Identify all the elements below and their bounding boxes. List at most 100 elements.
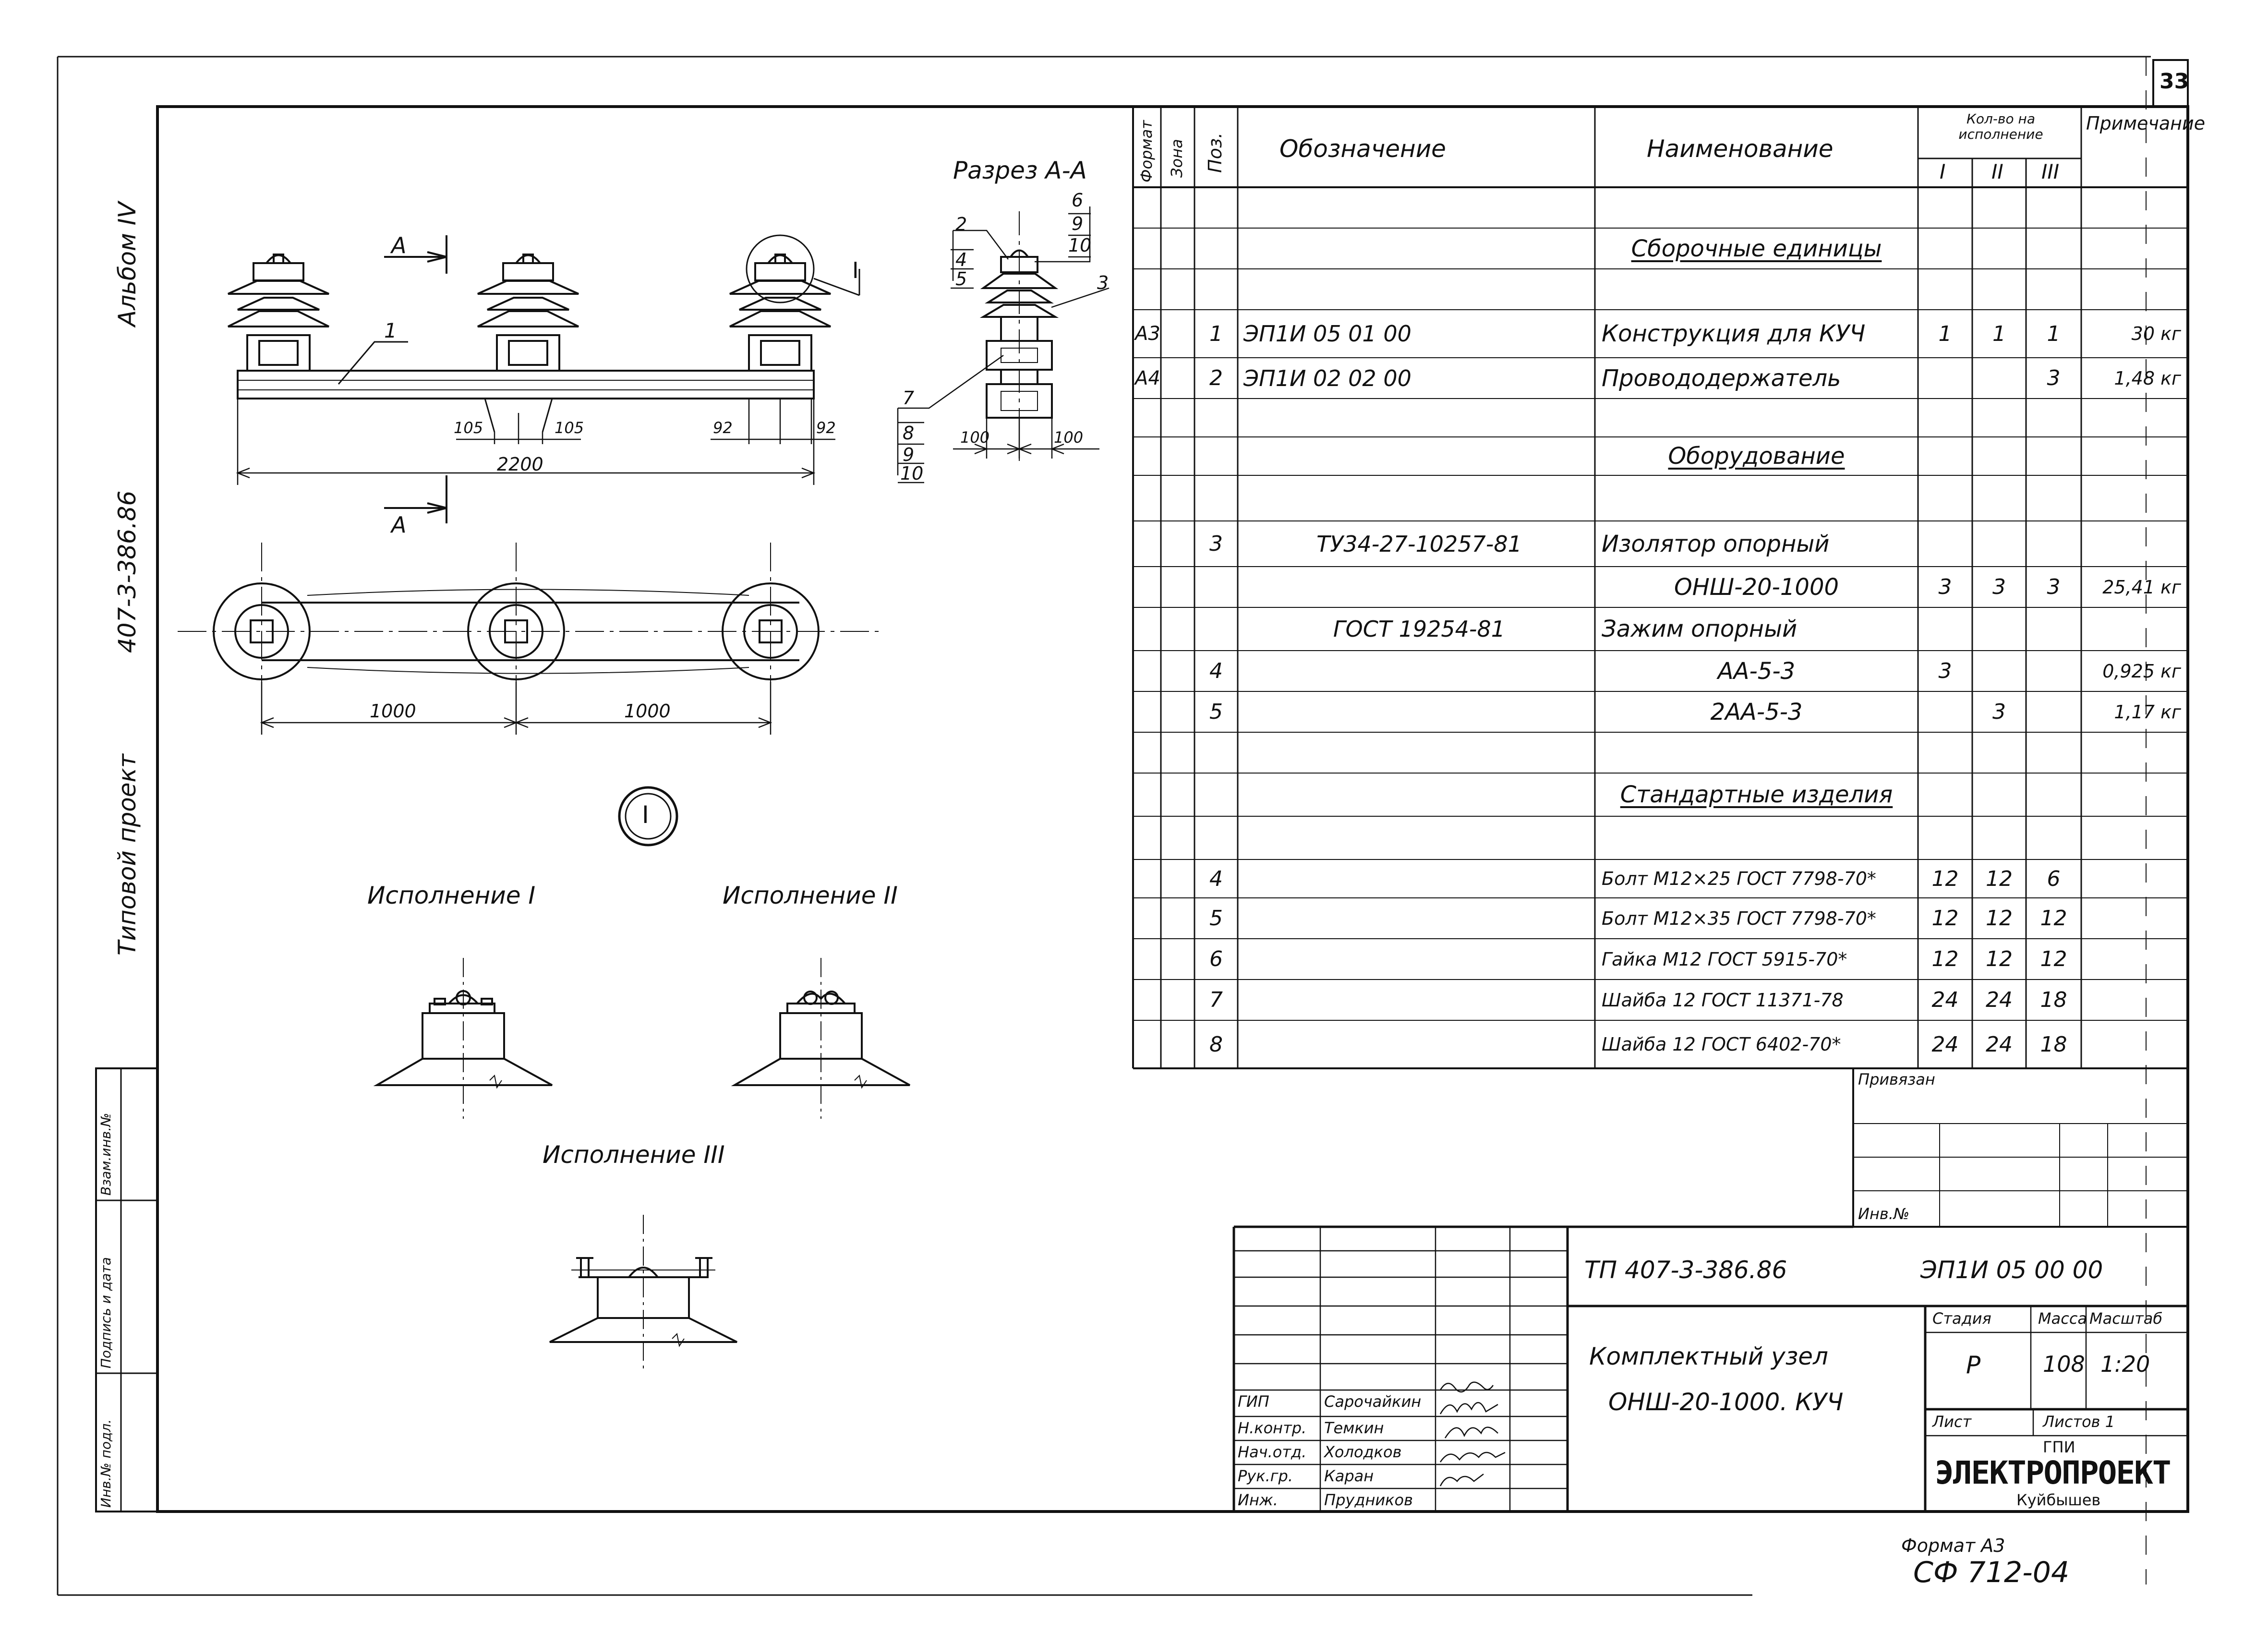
spec-cell-des <box>1238 939 1595 980</box>
spec-cell-pos <box>1194 187 1238 228</box>
spec-cell-q2 <box>1972 732 2026 773</box>
spec-cell-note <box>2081 980 2188 1020</box>
side-code: 407-3-386.86 <box>113 490 141 653</box>
spec-cell-q1 <box>1918 521 1972 567</box>
spec-cell-q3 <box>2026 437 2081 475</box>
spec-cell-fmt <box>1133 269 1163 310</box>
hdr-qty-2: II <box>1991 160 2003 183</box>
spec-cell-note <box>2081 269 2188 310</box>
spec-cell-q3 <box>2026 651 2081 691</box>
spec-cell-pos <box>1194 567 1238 607</box>
spec-row <box>1133 187 2188 228</box>
spec-cell-des: ТУ34-27-10257-81 <box>1316 531 1522 557</box>
section-title: Разрез А-А <box>953 157 1087 184</box>
spec-cell-q2: 3 <box>1992 575 2006 599</box>
spec-cell-q1: 3 <box>1938 575 1952 599</box>
spec-cell-q1 <box>1918 187 1972 228</box>
signatory-role: Нач.отд. <box>1238 1443 1307 1461</box>
spec-cell-des <box>1238 651 1595 691</box>
page-number: 33 <box>2159 69 2189 94</box>
spec-cell-q2: 24 <box>1986 1032 2013 1057</box>
stamp-sign-date: Подпись и дата <box>98 1257 114 1368</box>
spec-cell-name <box>1595 816 1918 859</box>
spec-cell-fmt <box>1133 437 1163 475</box>
spec-cell-des <box>1238 980 1595 1020</box>
spec-cell-note <box>2081 187 2188 228</box>
spec-cell-q3: 1 <box>2047 321 2061 346</box>
spec-cell-fmt <box>1133 187 1163 228</box>
leader-1: 1 <box>384 319 397 342</box>
spec-cell-name: Болт М12×25 ГОСТ 7798-70* <box>1602 868 1876 889</box>
spec-cell-q2 <box>1972 773 2026 816</box>
spec-cell-q3 <box>2026 399 2081 437</box>
spec-cell-note <box>2081 816 2188 859</box>
sec-leader-7: 7 <box>903 387 915 409</box>
spec-cell-note <box>2081 475 2188 521</box>
spec-cell-q2: 1 <box>1992 321 2006 346</box>
spec-row <box>1133 475 2188 521</box>
spec-cell-note: 25,41 кг <box>2102 576 2181 598</box>
variant-1-title: Исполнение I <box>367 882 536 909</box>
hdr-name: Наименование <box>1647 135 1834 163</box>
spec-row: Сборочные единицы <box>1133 228 2188 269</box>
spec-cell-note <box>2081 399 2188 437</box>
hdr-qty-3: III <box>2041 160 2060 183</box>
spec-cell-q1: 3 <box>1938 659 1952 683</box>
spec-cell-fmt <box>1133 980 1163 1020</box>
spec-cell-name <box>1595 399 1918 437</box>
format-note: Формат А3 <box>1901 1535 2005 1556</box>
mass-value: 108 <box>2043 1351 2085 1377</box>
sec-leader-2: 2 <box>955 214 967 235</box>
org-line-1: ГПИ <box>2043 1438 2075 1456</box>
spec-cell-fmt <box>1133 521 1163 567</box>
spec-cell-name: Провододержатель <box>1602 364 1841 392</box>
spec-cell-name: АА-5-3 <box>1717 657 1796 685</box>
spec-cell-q1: 12 <box>1931 866 1959 891</box>
spec-cell-q1 <box>1918 732 1972 773</box>
spec-cell-q1 <box>1918 816 1972 859</box>
sec-leader-9b: 9 <box>903 444 915 465</box>
spec-cell-des <box>1238 567 1595 607</box>
spec-row: Стандартные изделия <box>1133 773 2188 816</box>
spec-cell-q3 <box>2026 187 2081 228</box>
spec-cell-fmt <box>1133 691 1163 732</box>
dim-left-b: 105 <box>555 419 584 437</box>
spec-cell-q2: 12 <box>1986 866 2013 891</box>
stamp-inv-orig: Инв.№ подл. <box>98 1419 114 1508</box>
hdr-qty: Кол-во на исполнение <box>1958 111 2043 143</box>
signatory-name: Холодков <box>1324 1443 1402 1461</box>
hdr-note: Примечание <box>2086 113 2206 134</box>
spec-cell-q1 <box>1918 691 1972 732</box>
form-code: СФ 712-04 <box>1913 1556 2070 1589</box>
spec-cell-name: Изолятор опорный <box>1602 530 1830 557</box>
spec-cell-q3: 12 <box>2040 906 2067 931</box>
spec-cell-q1 <box>1918 269 1972 310</box>
spec-cell-fmt <box>1133 939 1163 980</box>
spec-cell-q3 <box>2026 691 2081 732</box>
spec-cell-des <box>1238 732 1595 773</box>
sec-leader-8: 8 <box>903 423 915 444</box>
spec-cell-fmt <box>1133 898 1163 939</box>
spec-cell-note <box>2081 437 2188 475</box>
detail-mark: I <box>642 801 649 829</box>
signatory-role: Инж. <box>1238 1491 1278 1509</box>
side-project: Типовой проект <box>113 754 141 956</box>
spec-row: Оборудование <box>1133 437 2188 475</box>
variant-3-title: Исполнение III <box>543 1141 725 1169</box>
spec-cell-fmt <box>1133 399 1163 437</box>
spec-cell-fmt <box>1133 816 1163 859</box>
spec-cell-name: Болт М12×35 ГОСТ 7798-70* <box>1602 907 1876 929</box>
spec-cell-fmt <box>1133 228 1163 269</box>
dim-left-a: 105 <box>454 419 483 437</box>
spec-cell-name: Шайба 12 ГОСТ 11371-78 <box>1602 989 1844 1011</box>
spec-cell-note <box>2081 859 2188 898</box>
dim-spacing-1: 1000 <box>370 701 416 722</box>
spec-cell-name: Гайка М12 ГОСТ 5915-70* <box>1602 948 1847 970</box>
spec-cell-name <box>1595 187 1918 228</box>
